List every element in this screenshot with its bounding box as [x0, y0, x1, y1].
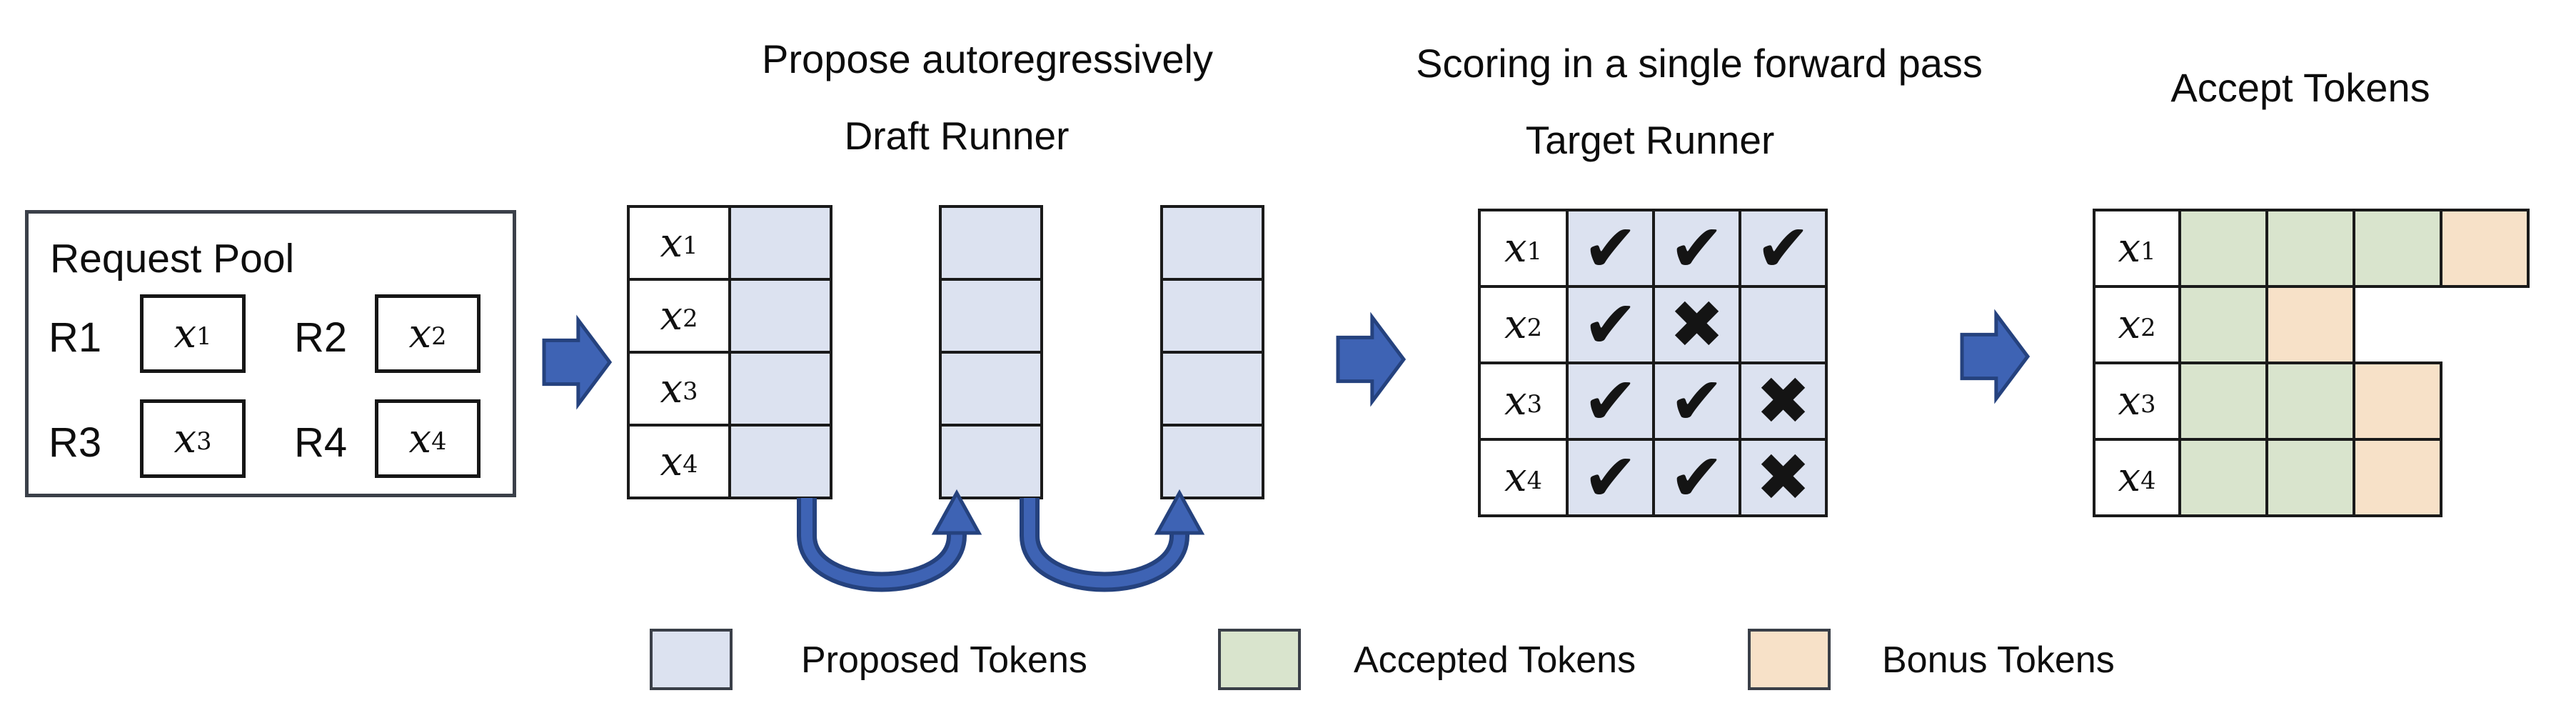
score-cell: ✖ [1739, 362, 1828, 441]
check-icon: ✔ [1755, 209, 1811, 286]
proposed-token-cell [728, 351, 832, 427]
proposed-token-cell [1160, 424, 1264, 499]
score-cell: ✔ [1652, 438, 1741, 517]
proposed-token-cell [1160, 278, 1264, 354]
flow-arrow-icon [542, 314, 613, 410]
score-cell: ✔ [1652, 362, 1741, 441]
request-pool-title: Request Pool [50, 236, 295, 281]
bonus-legend-label: Bonus Tokens [1882, 639, 2115, 681]
score-cell: ✖ [1652, 285, 1741, 364]
proposed-token-cell [728, 424, 832, 499]
request-id-label: R2 [294, 314, 348, 361]
check-icon: ✔ [1582, 439, 1639, 516]
score-cell: ✖ [1739, 438, 1828, 517]
accepted-swatch [1218, 629, 1301, 690]
request-id-label: R1 [49, 314, 102, 361]
cross-icon: ✖ [1755, 439, 1811, 516]
accepted-token-cell [2265, 438, 2355, 517]
accepted-token-cell [2265, 209, 2355, 288]
bonus-token-cell [2353, 438, 2442, 517]
loop-arrow-icon [1024, 498, 1185, 588]
accepted-token-cell [2265, 362, 2355, 441]
flow-arrow-icon [1336, 311, 1407, 407]
draft-runner-title: Draft Runner [844, 114, 1070, 158]
check-icon: ✔ [1582, 209, 1639, 286]
score-cell: ✔ [1566, 209, 1655, 288]
proposed-legend-label: Proposed Tokens [801, 639, 1087, 681]
proposed-token-cell [939, 351, 1043, 427]
accepted-token-cell [2353, 209, 2442, 288]
proposed-token-cell [939, 278, 1043, 354]
score-cell: ✔ [1652, 209, 1741, 288]
proposed-token-cell [1160, 205, 1264, 281]
score-cell-empty [1739, 285, 1828, 364]
check-icon: ✔ [1669, 362, 1725, 439]
accepted-legend-label: Accepted Tokens [1354, 639, 1636, 681]
request-id-label: R4 [294, 419, 348, 466]
flow-arrow-icon [1960, 309, 2031, 404]
score-cell: ✔ [1739, 209, 1828, 288]
accepted-token-cell [2178, 438, 2268, 517]
proposed-token-cell [939, 424, 1043, 499]
proposed-token-cell [728, 278, 832, 354]
proposed-token-cell [1160, 351, 1264, 427]
proposed-token-cell [939, 205, 1043, 281]
bonus-token-cell [2265, 285, 2355, 364]
cross-icon: ✖ [1669, 286, 1725, 363]
accept-tokens-title: Accept Tokens [2170, 65, 2430, 110]
score-cell: ✔ [1566, 285, 1655, 364]
loop-arrow-icon [801, 498, 962, 588]
accepted-token-cell [2178, 209, 2268, 288]
bonus-token-cell [2440, 209, 2530, 288]
request-id-label: R3 [49, 419, 102, 466]
proposed-swatch [650, 629, 733, 690]
bonus-swatch [1748, 629, 1831, 690]
loop-arrow-outline-icon [1020, 498, 1189, 592]
check-icon: ✔ [1669, 439, 1725, 516]
check-icon: ✔ [1582, 286, 1639, 363]
score-cell: ✔ [1566, 362, 1655, 441]
proposed-token-cell [728, 205, 832, 281]
check-icon: ✔ [1582, 362, 1639, 439]
check-icon: ✔ [1669, 209, 1725, 286]
accepted-token-cell [2178, 285, 2268, 364]
cross-icon: ✖ [1755, 362, 1811, 439]
target-runner-title: Target Runner [1525, 118, 1775, 162]
score-cell: ✔ [1566, 438, 1655, 517]
bonus-token-cell [2353, 362, 2442, 441]
accepted-token-cell [2178, 362, 2268, 441]
scoring-title: Scoring in a single forward pass [1416, 41, 1983, 86]
loop-arrow-outline-icon [797, 498, 967, 592]
propose-title: Propose autoregressively [762, 36, 1213, 81]
